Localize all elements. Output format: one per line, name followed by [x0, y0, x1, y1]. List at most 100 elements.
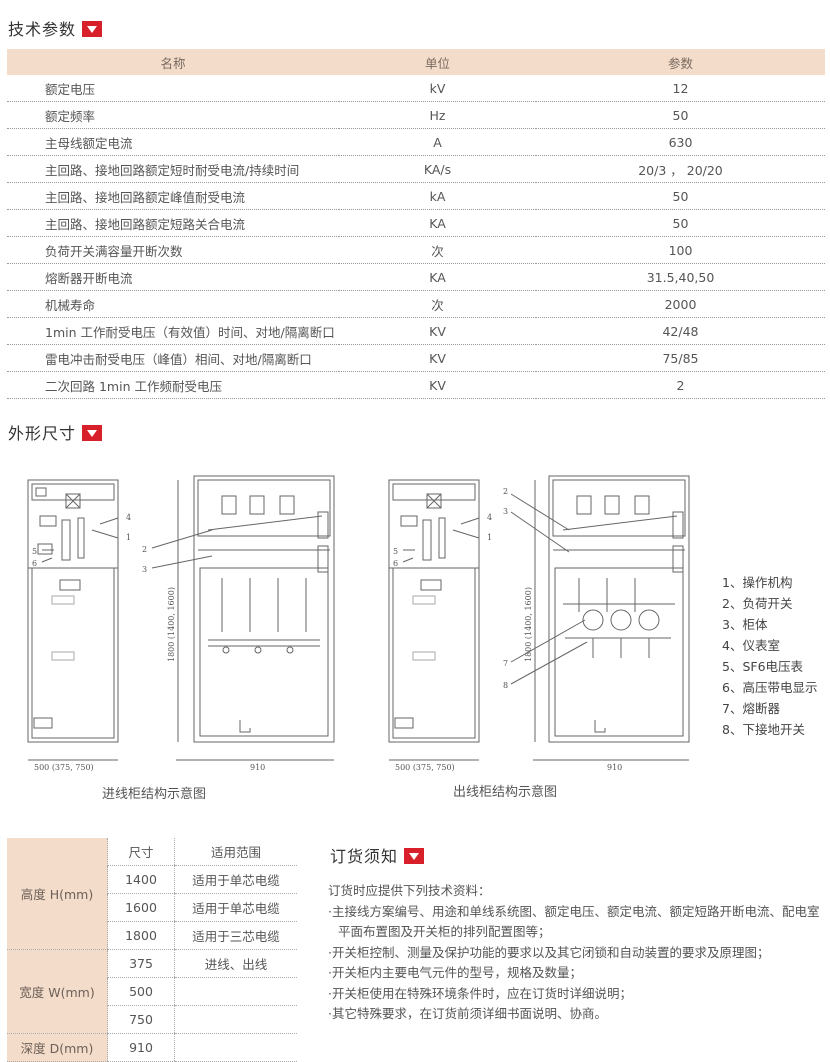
- callout-8: 8: [503, 681, 508, 690]
- header-name: 名称: [7, 49, 339, 75]
- height-range: 适用于单芯电缆: [174, 893, 297, 922]
- spec-unit: 次: [339, 236, 536, 264]
- width-size-375: 375: [107, 949, 175, 978]
- legend-item: 2、负荷开关: [722, 596, 793, 611]
- order-item: ·开关柜内主要电气元件的型号，规格及数量；: [328, 965, 582, 980]
- dim-height-b: 1800 (1400, 1600): [524, 587, 533, 662]
- col-size-header: 尺寸: [107, 838, 175, 866]
- callout-2: 2: [142, 545, 147, 554]
- dim-height: 1800 (1400, 1600): [167, 587, 176, 662]
- spec-unit: KA: [339, 209, 536, 237]
- legend-item: 3、柜体: [722, 617, 768, 632]
- order-notes: 订货时应提供下列技术资料： ·主接线方案编号、用途和单线系统图、额定电压、额定电…: [328, 881, 823, 1025]
- spec-unit: KA/s: [339, 155, 536, 183]
- height-range: 适用于单芯电缆: [174, 865, 297, 894]
- section-view-outline: [193, 475, 335, 743]
- header-value: 参数: [536, 49, 825, 75]
- depth-label: 深度 D(mm): [7, 1033, 108, 1062]
- empty-cell: [174, 1033, 297, 1062]
- spec-unit: 次: [339, 290, 536, 318]
- dim-width-large-b: 910: [607, 763, 622, 772]
- spec-value: 20/3 ， 20/20: [536, 155, 825, 183]
- spec-table-header: 名称 单位 参数: [7, 49, 825, 75]
- order-intro: 订货时应提供下列技术资料：: [328, 883, 491, 898]
- outgoing-cabinet-drawing: 4 1 5 6 2 3 7 8 500 (375, 750) 910 1800 …: [388, 475, 690, 772]
- spec-unit: KV: [339, 317, 536, 345]
- callout-3: 3: [142, 565, 147, 574]
- spec-name: 二次回路 1min 工作频耐受电压: [7, 371, 339, 399]
- height-range: 适用于三芯电缆: [174, 921, 297, 950]
- col-range-header: 适用范围: [174, 838, 297, 866]
- callout-4b: 4: [487, 513, 492, 522]
- spec-value: 75/85: [536, 344, 825, 372]
- order-item: ·开关柜使用在特殊环境条件时，应在订货时详细说明；: [328, 985, 632, 1001]
- incoming-cabinet-drawing: 4 1 5 6 2 3 500 (375, 750) 910 1800 (140…: [27, 475, 335, 772]
- dim-width-small: 500 (375, 750): [34, 763, 94, 772]
- spec-name: 雷电冲击耐受电压（峰值）相间、对地/隔离断口: [7, 344, 339, 372]
- caption-outgoing-cabinet: 出线柜结构示意图: [453, 785, 558, 800]
- empty-cell: [174, 1005, 297, 1034]
- height-size-1600: 1600: [107, 893, 175, 922]
- callout-1b: 1: [487, 533, 492, 542]
- spec-unit: KA: [339, 263, 536, 291]
- order-item: ·主接线方案编号、用途和单线系统图、额定电压、额定电流、额定短路开断电流、配电室…: [328, 903, 820, 940]
- order-item: ·开关柜控制、测量及保护功能的要求以及其它闭锁和自动装置的要求及原理图；: [328, 944, 770, 960]
- spec-unit: Hz: [339, 101, 536, 129]
- spec-value: 50: [536, 209, 825, 237]
- spec-unit: kA: [339, 182, 536, 210]
- legend-item: 8、下接地开关: [722, 722, 805, 737]
- spec-name: 负荷开关满容量开断次数: [7, 236, 339, 264]
- callout-3b: 3: [503, 507, 508, 516]
- width-size-750: 750: [107, 1005, 175, 1034]
- spec-name: 额定频率: [7, 101, 339, 129]
- spec-value: 50: [536, 182, 825, 210]
- spec-name: 主回路、接地回路额定短路关合电流: [7, 209, 339, 237]
- legend-item: 5、SF6电压表: [722, 659, 804, 674]
- spec-name: 主母线额定电流: [7, 128, 339, 156]
- callout-7: 7: [503, 659, 508, 668]
- width-size-500: 500: [107, 977, 175, 1006]
- spec-value: 100: [536, 236, 825, 264]
- dim-width-large: 910: [250, 763, 265, 772]
- legend-item: 1、操作机构: [722, 575, 793, 590]
- caption-incoming-cabinet: 进线柜结构示意图: [102, 787, 207, 802]
- triangle-down-icon: [82, 425, 103, 441]
- order-item: ·其它特殊要求，在订货前须详细书面说明、协商。: [328, 1006, 607, 1021]
- height-size-1800: 1800: [107, 921, 175, 950]
- spec-unit: KV: [339, 371, 536, 399]
- width-label: 宽度 W(mm): [7, 949, 108, 1034]
- spec-name: 1min 工作耐受电压（有效值）时间、对地/隔离断口: [7, 317, 339, 345]
- section-title-tech-params: 技术参数: [8, 16, 103, 40]
- depth-size-910: 910: [107, 1033, 175, 1062]
- spec-value: 50: [536, 101, 825, 129]
- section-title-order-notes: 订货须知: [330, 843, 425, 867]
- legend-item: 7、熔断器: [722, 701, 780, 716]
- spec-unit: kV: [339, 75, 536, 102]
- callout-5b: 5: [393, 547, 398, 556]
- spec-name: 额定电压: [7, 75, 339, 102]
- legend-item: 6、高压带电显示: [722, 680, 818, 695]
- spec-name: 熔断器开断电流: [7, 263, 339, 291]
- spec-name: 主回路、接地回路额定峰值耐受电流: [7, 182, 339, 210]
- spec-value: 630: [536, 128, 825, 156]
- component-legend: 1、操作机构 2、负荷开关 3、柜体 4、仪表室 5、SF6电压表 6、高压带电显示 7、熔…: [722, 572, 817, 740]
- spec-value: 12: [536, 75, 825, 102]
- header-unit: 单位: [339, 49, 536, 75]
- spec-value: 31.5,40,50: [536, 263, 825, 291]
- empty-cell: [174, 977, 297, 1006]
- legend-item: 4、仪表室: [722, 638, 780, 653]
- callout-6: 6: [32, 559, 37, 568]
- height-label: 高度 H(mm): [7, 838, 108, 950]
